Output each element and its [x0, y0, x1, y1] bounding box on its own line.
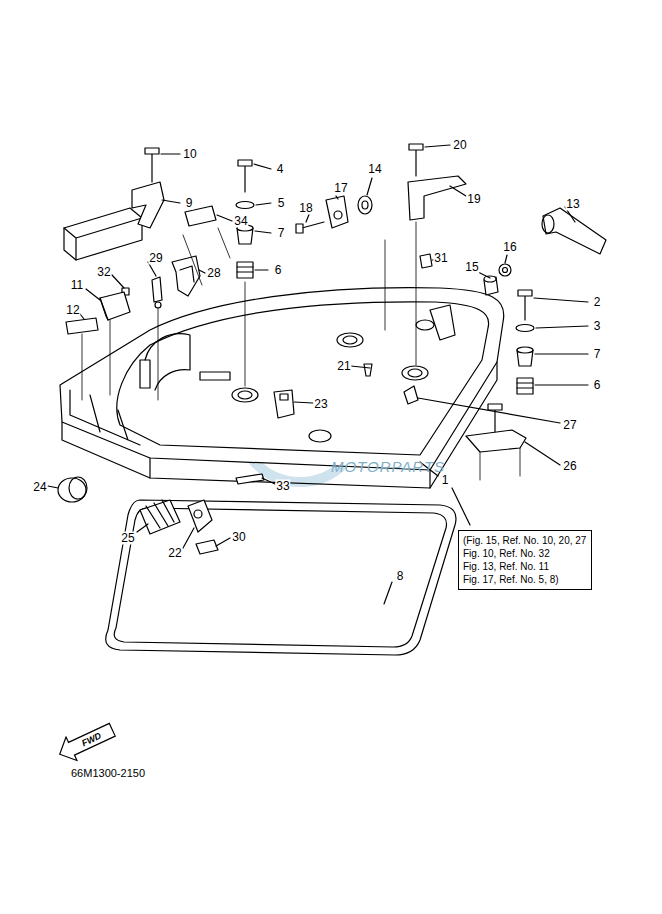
callout-number: 33 — [275, 480, 290, 493]
callout-number: 14 — [367, 163, 382, 176]
callout-number: 20 — [452, 139, 467, 152]
callout-number: 27 — [562, 419, 577, 432]
forward-arrow: FWD — [53, 717, 119, 768]
callout-number: 7 — [277, 227, 286, 240]
callout-number: 34 — [233, 215, 248, 228]
callout-number: 22 — [167, 547, 182, 560]
callout-number: 1 — [441, 474, 450, 487]
callout-number: 11 — [70, 279, 84, 292]
callout-number: 29 — [148, 252, 163, 265]
callout-number: 12 — [65, 304, 80, 317]
callout-number: 32 — [96, 266, 111, 279]
reference-text: (Fig. 15, Ref. No. 10, 20, 27 — [463, 534, 587, 547]
reference-text: Fig. 13, Ref. No. 11 — [463, 560, 587, 573]
callout-number: 17 — [333, 182, 348, 195]
callout-number: 7 — [593, 348, 602, 361]
callout-number: 28 — [206, 267, 221, 280]
drawing-code: 66M1300-2150 — [70, 767, 146, 780]
callout-number: 25 — [120, 532, 135, 545]
arrow-text: FWD — [53, 717, 119, 768]
callout-number: 6 — [593, 379, 602, 392]
callout-number: 13 — [565, 198, 580, 211]
callout-number: 9 — [185, 197, 194, 210]
callout-number: 5 — [277, 197, 286, 210]
callout-number: 10 — [182, 148, 197, 161]
callout-number: 4 — [276, 163, 285, 176]
callout-number: 30 — [231, 531, 246, 544]
callout-number: 18 — [298, 202, 313, 215]
callout-number: 26 — [562, 460, 577, 473]
callout-number: 31 — [433, 252, 448, 265]
callout-number: 24 — [32, 481, 47, 494]
callout-number: 15 — [464, 261, 479, 274]
callout-number: 23 — [313, 398, 328, 411]
callout-number: 19 — [466, 193, 481, 206]
watermark: MOTORPARTS — [330, 460, 446, 473]
callout-number: 8 — [396, 570, 405, 583]
callout-number: 6 — [274, 264, 283, 277]
callout-number: 21 — [336, 360, 351, 373]
reference-text: Fig. 10, Ref. No. 32 — [463, 547, 587, 560]
reference-box: (Fig. 15, Ref. No. 10, 20, 27Fig. 10, Re… — [458, 530, 592, 590]
reference-text: Fig. 17, Ref. No. 5, 8) — [463, 573, 587, 586]
callout-number: 3 — [593, 320, 602, 333]
callout-number: 16 — [502, 241, 517, 254]
callout-number: 2 — [593, 296, 602, 309]
